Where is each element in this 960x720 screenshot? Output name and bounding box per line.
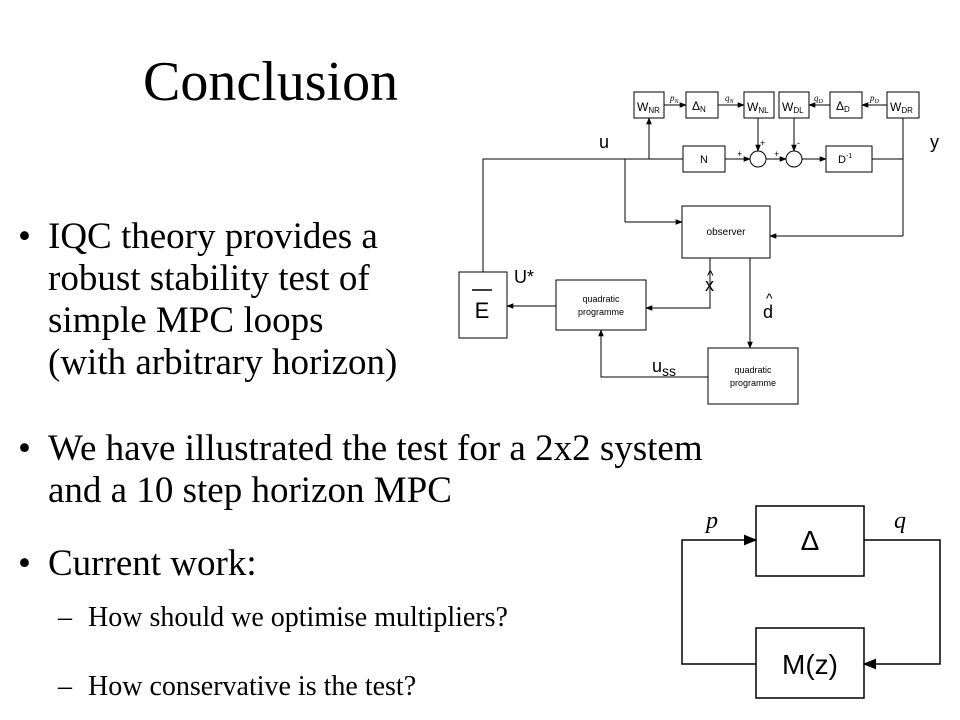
block-d-inverse [825,145,873,173]
signal-pn: pN [669,93,680,105]
mpc-block-diagram: WNR ΔN WNL WDL ΔD WDR N D-1 observer E q… [458,91,939,405]
block-delta [755,505,865,577]
block-e-bar [458,271,508,339]
signal-y: y [930,132,939,152]
signal-uss: uss [652,356,676,379]
sign-plus-2: + [760,138,765,148]
qp-2-line-2: programme [730,378,776,388]
qp-1-line-1: quadratic [582,294,620,304]
observer-label: observer [707,227,747,238]
signal-x-hat-caret: ^ [707,267,714,283]
sign-minus: - [797,138,800,148]
loop-signal-q: q [894,508,906,534]
delta-n-label: ΔN [692,99,706,114]
d-inverse-label: D-1 [838,153,852,166]
bullet-3-line-1: Current work: [48,543,257,584]
wnl-label: WNL [747,100,769,115]
signal-qd: qD [814,93,824,105]
block-wnl [743,91,775,119]
block-qp-2 [707,347,799,405]
wdl-label: WDL [782,100,804,115]
m-z-label: M(z) [782,649,838,680]
bullet-1-line-2: robust stability test of [48,258,370,299]
bullet-1-line-4: (with arbitrary horizon) [48,342,398,383]
block-m-z [755,627,865,699]
wdr-label: WDR [890,100,913,115]
signal-qn: qN [725,93,735,105]
wnr-label: WNR [637,100,660,115]
block-observer [681,205,771,259]
signal-u: u [599,132,609,152]
bullet-2-line-1: We have illustrated the test for a 2x2 s… [48,428,703,469]
sub-dash: – [58,602,72,633]
loop-signal-p: p [704,508,718,534]
delta-mz-loop-diagram: p q Δ M(z) [681,505,941,699]
n-label: N [700,154,708,166]
bullet-1-line-3: simple MPC loops [48,300,324,341]
signal-pd: pD [869,93,880,105]
subbullet-2-text: How conservative is the test? [88,671,417,702]
bullet-dot: • [18,428,31,469]
sign-plus-1: + [737,149,742,159]
qp-1-line-2: programme [578,307,624,317]
block-wdl [778,91,810,119]
delta-symbol: Δ [801,525,820,556]
block-qp-1 [555,279,647,331]
sign-plus-3: + [774,149,779,159]
signal-d-hat: d [763,302,773,322]
signal-u-star: U* [514,267,534,287]
bullet-dot: • [18,543,31,584]
sum-junction-2 [785,150,803,168]
qp-2-line-1: quadratic [734,365,772,375]
subbullet-1-text: How should we optimise multipliers? [88,602,508,633]
bullet-1-line-1: IQC theory provides a [48,216,378,257]
signal-x-hat: x [705,275,714,295]
signal-d-hat-caret: ^ [766,290,773,306]
delta-d-label: ΔD [836,99,850,114]
sum-junction-1 [749,150,767,168]
bullet-2-line-2: and a 10 step horizon MPC [48,470,452,511]
e-bar-label: E [475,298,490,323]
bullet-dot: • [18,216,31,257]
sub-dash: – [58,671,72,702]
slide-title: Conclusion [143,51,399,113]
